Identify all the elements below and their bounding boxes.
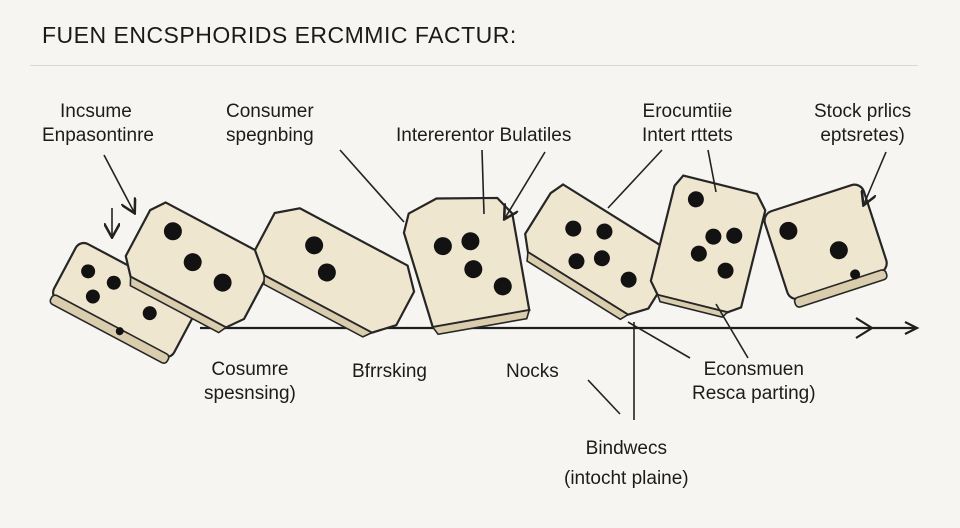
pointer-lines	[103, 149, 887, 420]
pip	[726, 227, 743, 244]
pip	[593, 250, 610, 267]
domino-2	[124, 201, 268, 334]
pip	[461, 232, 480, 251]
pip	[779, 221, 798, 240]
pip	[850, 269, 861, 280]
pointer-econsmuen	[715, 303, 749, 359]
pip	[596, 223, 613, 240]
domino-4	[402, 196, 531, 336]
pointer-economic-2	[707, 149, 717, 193]
label-consumer-spending: Consumer spegnbing	[226, 101, 314, 146]
label-econsmuen: Econsmuen Resca parting)	[692, 359, 816, 404]
pointer-stock	[864, 151, 887, 204]
pip	[85, 289, 100, 304]
pointer-bindwecs-2	[627, 321, 691, 359]
pointer-economic-1	[607, 149, 663, 209]
pointer-consumer	[339, 149, 405, 223]
pip	[106, 275, 121, 290]
label-income: Incsume Enpasontinre	[42, 101, 154, 146]
domino-5	[524, 183, 673, 321]
label-cosumre: Cosumre spesnsing)	[204, 359, 296, 404]
pip	[717, 262, 734, 279]
pip	[183, 253, 202, 272]
pointer-nocks	[587, 379, 621, 415]
domino-1	[49, 241, 198, 364]
label-economic: Erocumtiie Intert rttets	[642, 101, 733, 146]
pip	[433, 237, 452, 256]
label-bfrrsking: Bfrrsking	[352, 361, 427, 382]
pointer-income-1	[103, 154, 134, 212]
domino-3	[253, 207, 416, 338]
label-interest: Intererentor Bulatiles	[396, 125, 572, 146]
label-stock-prices: Stock prlics eptsretes)	[814, 101, 912, 146]
diagram-title: FUEN ENCSPHORIDS ERCMMIC FACTUR:	[42, 22, 517, 48]
pip	[493, 277, 512, 296]
pip	[568, 253, 585, 270]
domino-6	[649, 174, 767, 319]
pip	[690, 245, 707, 262]
pip	[213, 273, 232, 292]
pip	[142, 306, 157, 321]
pip	[115, 327, 124, 336]
pip	[565, 220, 582, 237]
pip	[81, 264, 96, 279]
pip	[163, 222, 182, 241]
pointer-interest-2	[505, 151, 546, 218]
label-nocks: Nocks	[506, 361, 559, 382]
pip	[317, 263, 336, 282]
domino-7	[763, 183, 888, 308]
pip	[687, 191, 704, 208]
pointer-interest-1	[481, 149, 485, 215]
title-divider	[30, 65, 918, 66]
pip	[464, 260, 483, 279]
pip	[620, 271, 637, 288]
pip	[705, 228, 722, 245]
pip	[829, 241, 848, 260]
pip	[305, 236, 324, 255]
timeline-axis	[200, 317, 920, 339]
label-bindwecs: Bindwecs (intocht plaine)	[564, 438, 689, 489]
